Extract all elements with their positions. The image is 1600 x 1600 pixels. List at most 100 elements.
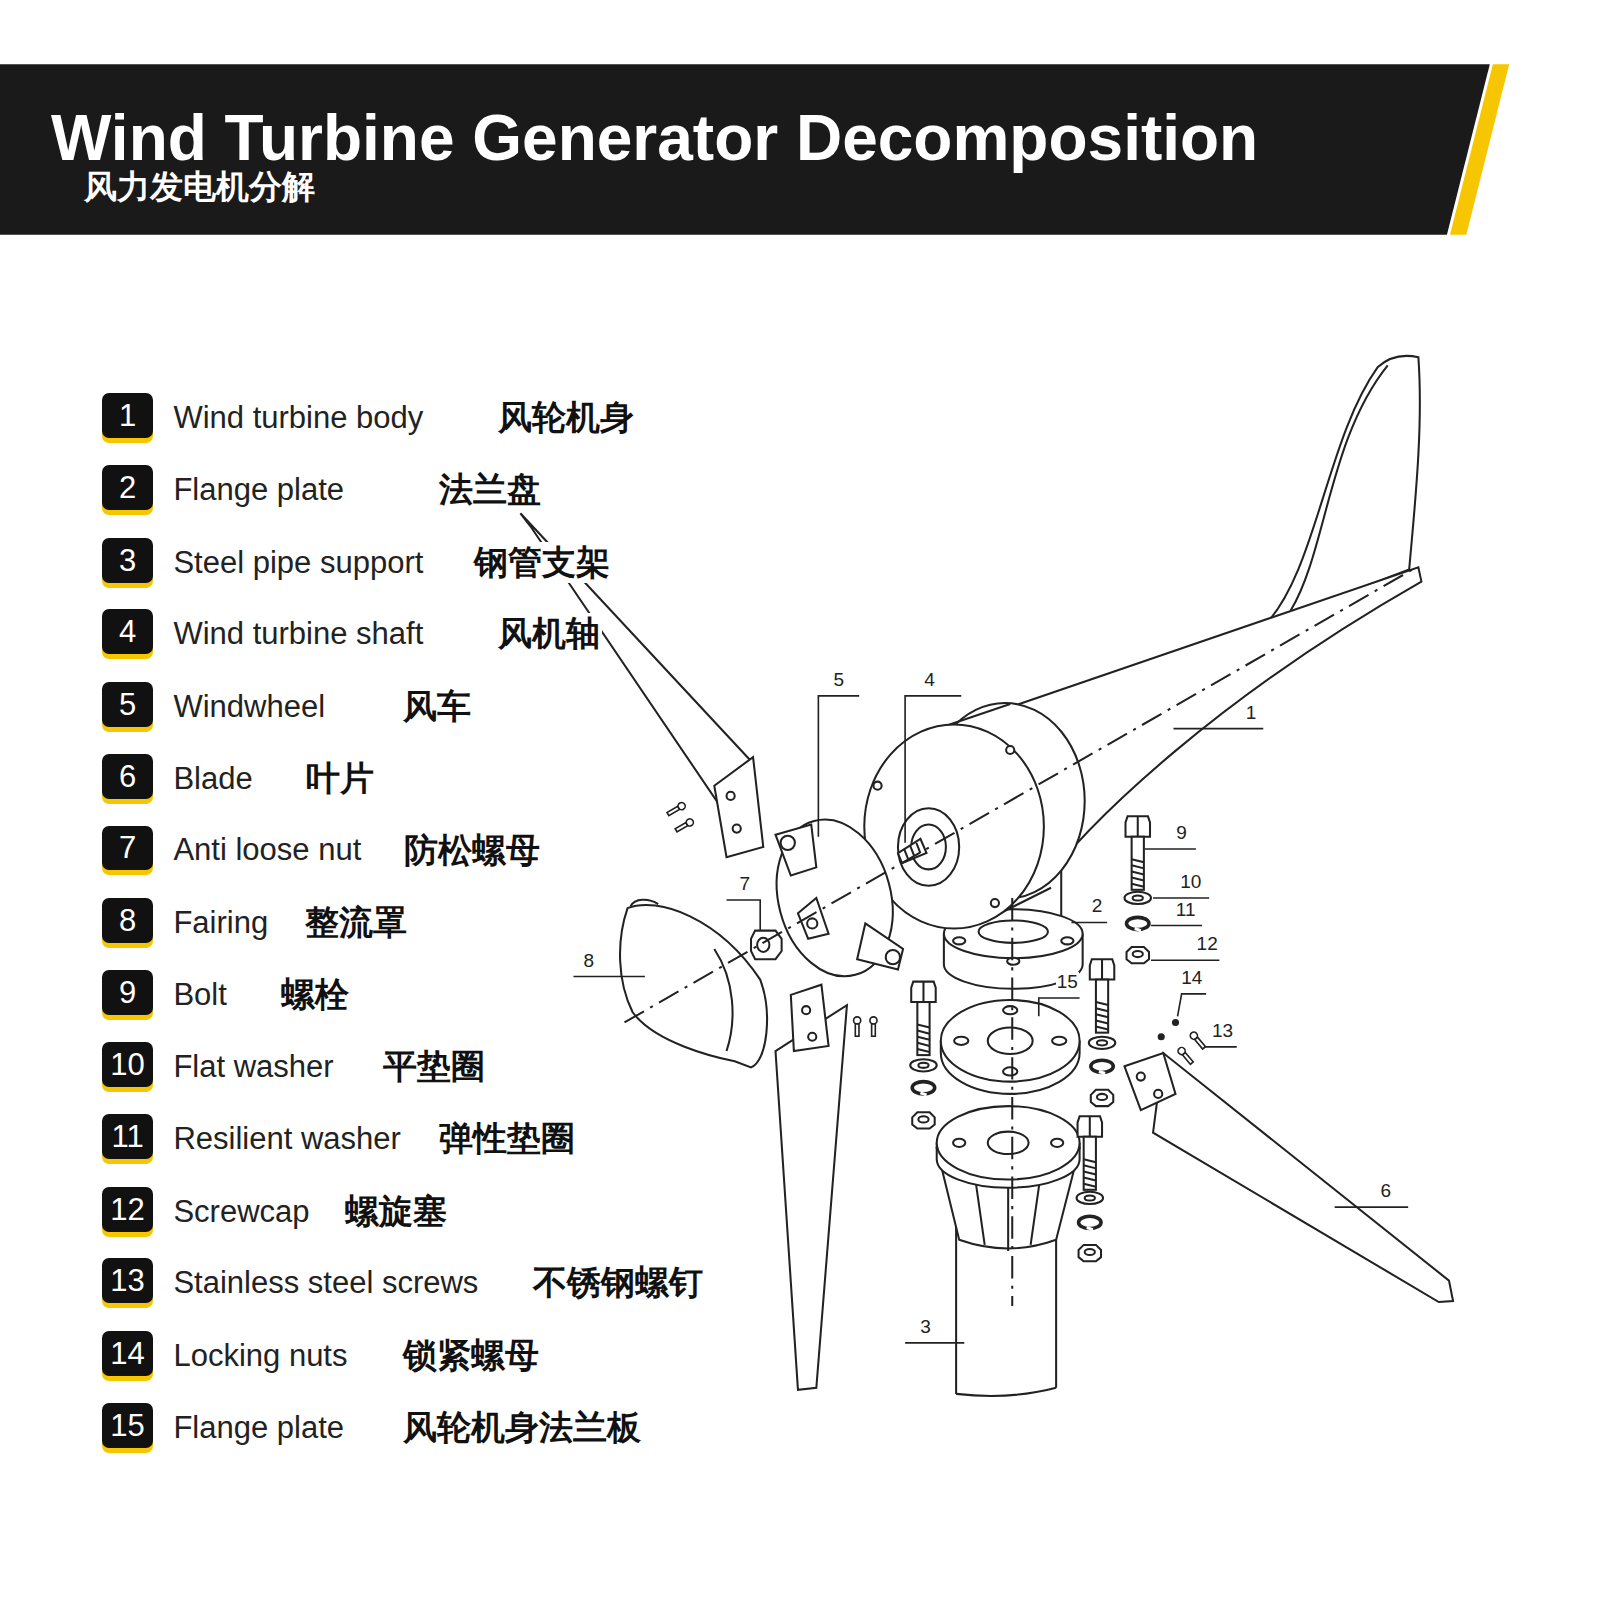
blade-hole (727, 792, 735, 800)
hub-arm (776, 824, 817, 875)
bolt-hole (1003, 1067, 1017, 1075)
part-name-chinese: 螺旋塞 (343, 1191, 449, 1232)
leader-lines (1151, 925, 1202, 927)
number-badge: 8 (102, 898, 153, 943)
blade-hole (802, 1006, 810, 1014)
number-badge: 9 (102, 970, 153, 1015)
stainless-screw (870, 1017, 877, 1036)
hub-arm (798, 898, 829, 939)
flat-washer (910, 1059, 937, 1071)
part-name-chinese: 弹性垫圈 (437, 1118, 577, 1159)
part-name-chinese: 锁紧螺母 (401, 1335, 541, 1376)
item-number: 2 (119, 472, 136, 503)
screw-hole (1006, 746, 1014, 754)
fairing-seam (714, 949, 732, 1051)
callout-number: 12 (1196, 934, 1219, 955)
number-badge: 4 (102, 609, 153, 654)
leader-lines (727, 900, 761, 931)
resilient-washer (912, 1082, 934, 1095)
screw-hole (873, 782, 881, 790)
title: Wind Turbine Generator Decomposition (51, 106, 1258, 170)
part-name: Blade (171, 760, 254, 797)
part-name: Wind turbine body (171, 399, 425, 436)
number-badge: 2 (102, 465, 153, 510)
leader-lines (905, 1342, 964, 1344)
resilient-washer (1127, 917, 1149, 930)
steel-pipe-end (956, 1388, 1056, 1396)
locking-nut (1158, 1033, 1165, 1040)
bolt (1126, 816, 1150, 889)
callout-number: 9 (1175, 823, 1188, 844)
item-number: 15 (110, 1410, 144, 1441)
item-number: 12 (110, 1194, 144, 1225)
part-name-chinese: 风轮机身 (496, 397, 636, 438)
part-name-chinese: 叶片 (304, 758, 376, 799)
bolt (1078, 1116, 1102, 1189)
locking-nut (1172, 1019, 1179, 1026)
bolt-hole (1052, 1037, 1066, 1045)
item-number: 14 (110, 1338, 144, 1369)
turbine-drawing (520, 356, 1453, 1396)
number-badge: 10 (102, 1042, 153, 1087)
part-name: Stainless steel screws (171, 1264, 480, 1301)
callout-number: 6 (1379, 1181, 1392, 1202)
part-name-chinese: 平垫圈 (381, 1046, 487, 1087)
item-number: 4 (119, 616, 136, 647)
number-badge: 5 (102, 682, 153, 727)
flange-hole (988, 1132, 1029, 1154)
part-name-chinese: 风轮机身法兰板 (401, 1407, 643, 1448)
steel-pipe (956, 1224, 1056, 1393)
blade-hole (808, 1033, 816, 1041)
part-name-chinese: 风车 (401, 686, 473, 727)
blade (1153, 1053, 1453, 1302)
part-name-chinese: 螺栓 (279, 974, 351, 1015)
part-name-chinese: 法兰盘 (437, 469, 543, 510)
number-badge: 15 (102, 1403, 153, 1448)
callout-number: 10 (1179, 872, 1202, 893)
leader-lines (573, 696, 1408, 1343)
blade-root (791, 985, 829, 1051)
blade-root (1124, 1053, 1175, 1110)
leader-lines (905, 696, 961, 843)
callout-number: 8 (582, 951, 595, 972)
hub-hole (886, 950, 900, 964)
bolt-hole (953, 937, 965, 944)
item-number: 13 (110, 1265, 144, 1296)
part-name: Resilient washer (171, 1120, 402, 1157)
subtitle: 风力发电机分解 (84, 169, 315, 205)
part-name-chinese: 钢管支架 (472, 542, 612, 583)
number-badge: 11 (102, 1114, 153, 1159)
stainless-screw (1177, 1046, 1195, 1065)
windwheel-plate (760, 807, 910, 990)
title-accent (1450, 64, 1509, 234)
leader-lines (1039, 998, 1080, 1016)
part-name-chinese: 防松螺母 (402, 830, 542, 871)
resilient-washer (1091, 1060, 1113, 1073)
number-badge: 1 (102, 393, 153, 438)
leader-lines (573, 976, 644, 978)
flat-washer (1124, 892, 1151, 904)
part-name: Flat washer (171, 1048, 335, 1085)
screwcap (1079, 1245, 1101, 1261)
screwcap (912, 1112, 934, 1128)
bolt-hole (1003, 1006, 1017, 1014)
part-name: Anti loose nut (171, 831, 363, 868)
flange-plate (941, 1000, 1080, 1082)
bolt-hole (954, 1037, 968, 1045)
blade (776, 1005, 847, 1390)
item-number: 8 (119, 905, 136, 936)
callout-number: 2 (1091, 896, 1104, 917)
screwcap (1127, 947, 1149, 963)
hub-hole (781, 836, 795, 850)
callout-number: 13 (1211, 1021, 1234, 1042)
item-number: 7 (119, 832, 136, 863)
bolt-hole (1061, 937, 1073, 944)
number-badge: 13 (102, 1258, 153, 1303)
wind-turbine-shaft (898, 839, 927, 863)
part-name: Flange plate (171, 1409, 346, 1446)
leader-lines (1153, 897, 1209, 899)
part-name: Bolt (171, 976, 228, 1013)
item-number: 9 (119, 977, 136, 1008)
hub-arm (857, 923, 903, 969)
